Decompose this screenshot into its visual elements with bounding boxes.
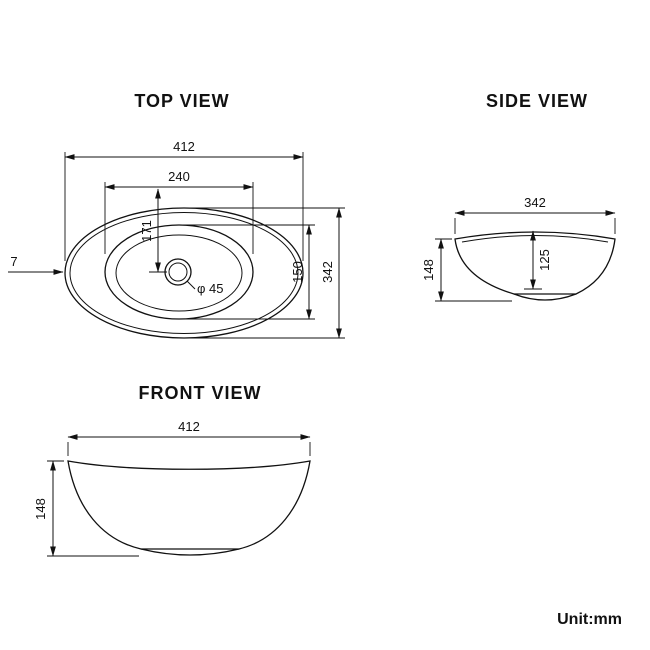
front-view: FRONT VIEW 412 148 bbox=[33, 383, 311, 557]
drain-hole-inner bbox=[168, 262, 188, 282]
dim-label-front-height: 148 bbox=[33, 498, 48, 520]
dim-label-side-height: 148 bbox=[421, 259, 436, 281]
side-bowl-foot bbox=[513, 293, 577, 301]
top-view-title: TOP VIEW bbox=[134, 91, 229, 111]
dim-label-basin-width: 240 bbox=[168, 169, 190, 184]
front-bowl-outline bbox=[67, 460, 311, 550]
basin-outer-rim-inner-edge bbox=[69, 212, 299, 334]
dim-label-inner-depth: 125 bbox=[537, 249, 552, 271]
dim-label-front-width: 412 bbox=[178, 419, 200, 434]
unit-label: Unit:mm bbox=[557, 611, 622, 628]
dim-label-drain-offset: 171 bbox=[139, 220, 154, 242]
basin-outer-rim bbox=[64, 207, 304, 339]
side-view: SIDE VIEW 342 148 125 bbox=[421, 91, 616, 302]
dim-label-basin-length: 150 bbox=[290, 261, 305, 283]
front-bowl-foot bbox=[140, 548, 240, 556]
leader-line-drain bbox=[186, 280, 196, 290]
top-view: TOP VIEW 412 240 171 150 342 7 bbox=[8, 91, 345, 339]
dim-label-overall-length: 342 bbox=[320, 261, 335, 283]
dim-label-side-width: 342 bbox=[524, 195, 546, 210]
front-view-title: FRONT VIEW bbox=[139, 383, 262, 403]
side-bowl-outline bbox=[454, 231, 616, 295]
basin-bowl-bottom bbox=[115, 234, 243, 312]
dim-label-drain-diameter: φ 45 bbox=[197, 281, 224, 296]
basin-inner-rim bbox=[104, 224, 254, 320]
dim-label-rim-thickness: 7 bbox=[10, 254, 17, 269]
dim-label-overall-width: 412 bbox=[173, 139, 195, 154]
side-view-title: SIDE VIEW bbox=[486, 91, 588, 111]
